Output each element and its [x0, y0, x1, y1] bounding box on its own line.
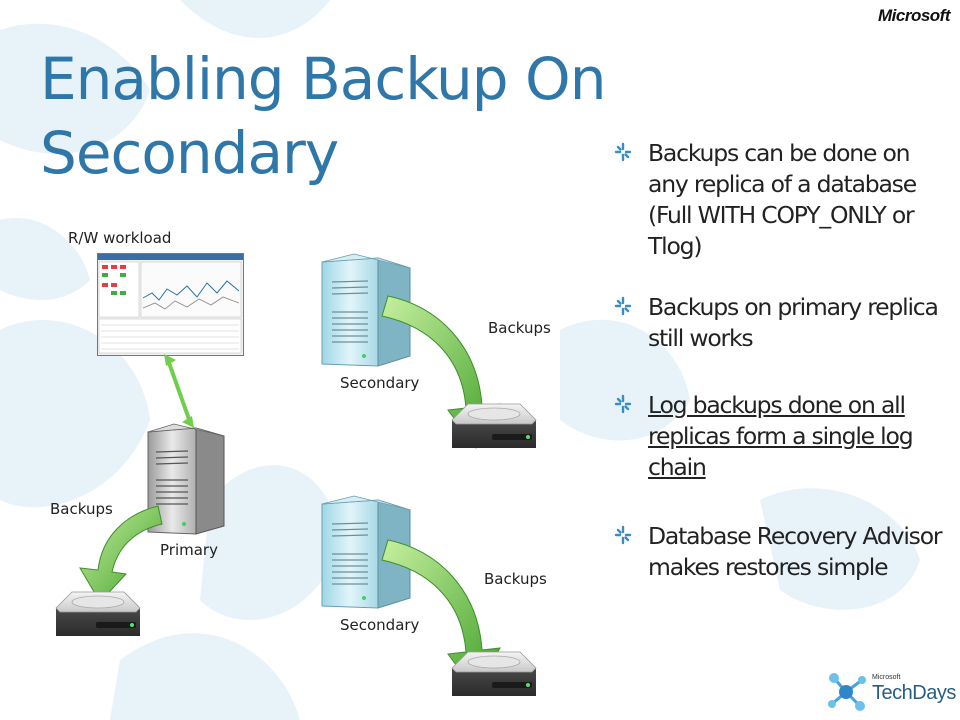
- read-write-link-arrow: [164, 354, 194, 428]
- secondary-bottom-server-icon: [321, 495, 411, 609]
- workload-screenshot-image: [97, 253, 244, 356]
- techdays-logo: Microsoft TechDays: [824, 670, 956, 716]
- secondary-top-server-icon: [321, 253, 411, 367]
- backup-disk-secondary-bottom-icon: [451, 651, 537, 696]
- sparkle-bullet-icon: [614, 296, 632, 316]
- backup-disk-secondary-top-icon: [451, 403, 537, 448]
- sparkle-bullet-icon: [614, 142, 632, 162]
- backups-secondary-top-label: Backups: [488, 319, 551, 337]
- bullet-text: Backups can be done on any replica of a …: [648, 139, 917, 260]
- bullet-item: Log backups done on all replicas form a …: [612, 390, 952, 483]
- bullet-item: Backups on primary replica still works: [612, 292, 952, 354]
- bullet-text: Log backups done on all replicas form a …: [648, 391, 914, 481]
- backup-disk-primary-icon: [55, 591, 141, 636]
- secondary-top-label: Secondary: [340, 374, 420, 392]
- bullet-text: Database Recovery Advisor makes restores…: [648, 522, 943, 581]
- primary-label: Primary: [160, 541, 218, 559]
- sparkle-bullet-icon: [614, 525, 632, 545]
- primary-server-icon: [147, 423, 225, 535]
- bullet-list: Backups can be done on any replica of a …: [612, 138, 952, 583]
- bullet-item: Backups can be done on any replica of a …: [612, 138, 952, 262]
- backups-secondary-bottom-label: Backups: [484, 570, 547, 588]
- bullet-item: Database Recovery Advisor makes restores…: [612, 521, 952, 583]
- slide-title: Enabling Backup On Secondary: [40, 45, 606, 187]
- workload-label: R/W workload: [68, 229, 172, 247]
- sparkle-bullet-icon: [614, 394, 632, 414]
- secondary-bottom-label: Secondary: [340, 616, 420, 634]
- bullet-text: Backups on primary replica still works: [648, 293, 939, 352]
- techdays-molecule-icon: [828, 673, 866, 711]
- microsoft-logo: Microsoft: [878, 6, 951, 25]
- backups-primary-label: Backups: [50, 500, 113, 518]
- techdays-microsoft-label: Microsoft: [872, 674, 901, 681]
- techdays-label: TechDays: [872, 682, 956, 704]
